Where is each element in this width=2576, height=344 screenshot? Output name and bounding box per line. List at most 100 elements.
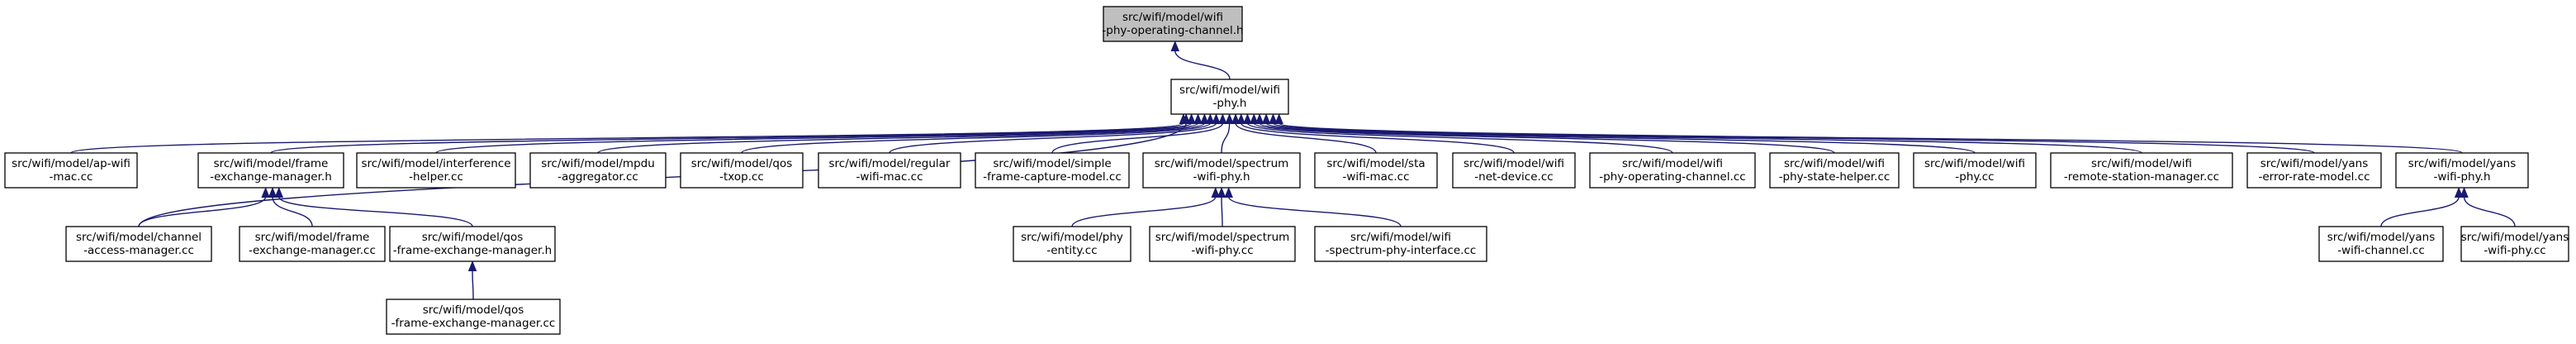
node-frame-exchange-manager-cc[interactable]: src/wifi/model/frame-exchange-manager.cc xyxy=(239,226,386,262)
node-mpdu-aggregator-cc[interactable]: src/wifi/model/mpdu-aggregator.cc xyxy=(529,152,667,189)
node-label-line: src/wifi/model/wifi xyxy=(1350,231,1451,244)
root-node-box[interactable] xyxy=(1103,6,1243,42)
node-label-line: src/wifi/model/wifi xyxy=(2091,157,2192,170)
node-wifi-phy-h[interactable]: src/wifi/model/wifi-phy.h xyxy=(1170,79,1289,115)
node-spectrum-wifi-phy-cc[interactable]: src/wifi/model/spectrum-wifi-phy.cc xyxy=(1149,226,1296,262)
node-box[interactable] xyxy=(1170,79,1289,115)
edge-interference-helper-cc-to-wifi-phy-h xyxy=(435,113,1203,154)
node-label-line: -wifi-mac.cc xyxy=(856,170,923,184)
node-label-line: src/wifi/model/wifi xyxy=(1122,11,1223,24)
node-box[interactable] xyxy=(975,152,1130,189)
node-box[interactable] xyxy=(356,152,516,189)
node-box[interactable] xyxy=(1314,226,1487,262)
node-label-line: -phy-operating-channel.h xyxy=(1102,24,1243,37)
node-qos-frame-exchange-manager-cc[interactable]: src/wifi/model/qos-frame-exchange-manage… xyxy=(386,299,561,335)
node-label-line: -mac.cc xyxy=(50,170,93,184)
edge-line xyxy=(1221,122,1231,154)
node-simple-frame-capture-model-cc[interactable]: src/wifi/model/simple-frame-capture-mode… xyxy=(975,152,1130,189)
node-yans-wifi-phy-cc[interactable]: src/wifi/model/yans-wifi-phy.cc xyxy=(2460,226,2569,262)
node-box[interactable] xyxy=(680,152,804,189)
edge-regular-wifi-mac-cc-to-wifi-phy-h xyxy=(889,113,1221,154)
node-label-line: src/wifi/model/interference xyxy=(361,157,510,170)
node-box[interactable] xyxy=(1013,226,1131,262)
node-interference-helper-cc[interactable]: src/wifi/model/interference-helper.cc xyxy=(356,152,516,189)
edge-line xyxy=(1071,196,1217,227)
node-ap-wifi-mac-cc[interactable]: src/wifi/model/ap-wifi-mac.cc xyxy=(4,152,138,189)
node-layer: src/wifi/model/wifi-phy-operating-channe… xyxy=(4,6,2569,335)
node-channel-access-manager-cc[interactable]: src/wifi/model/channel-access-manager.cc xyxy=(65,226,212,262)
edge-line xyxy=(1051,122,1224,154)
node-box[interactable] xyxy=(1589,152,1756,189)
arrowhead-icon xyxy=(1200,113,1209,124)
node-box[interactable] xyxy=(1452,152,1576,189)
node-label-line: -phy-operating-channel.cc xyxy=(1599,170,1745,184)
node-wifi-remote-station-manager-cc[interactable]: src/wifi/model/wifi-remote-station-manag… xyxy=(2050,152,2233,189)
node-box[interactable] xyxy=(2395,152,2529,189)
node-box[interactable] xyxy=(197,152,344,189)
node-qos-txop-cc[interactable]: src/wifi/model/qos-txop.cc xyxy=(680,152,804,189)
node-wifi-spectrum-phy-interface-cc[interactable]: src/wifi/model/wifi-spectrum-phy-interfa… xyxy=(1314,226,1487,262)
edge-qos-frame-exchange-manager-cc-to-qos-frame-exchange-manager-h xyxy=(467,260,477,300)
node-label-line: -net-device.cc xyxy=(1474,170,1553,184)
node-box[interactable] xyxy=(239,226,386,262)
arrowhead-icon xyxy=(1225,113,1234,124)
node-box[interactable] xyxy=(2460,226,2569,262)
node-regular-wifi-mac-cc[interactable]: src/wifi/model/regular-wifi-mac.cc xyxy=(818,152,961,189)
edge-simple-frame-capture-model-cc-to-wifi-phy-h xyxy=(1051,113,1227,154)
node-spectrum-wifi-phy-h[interactable]: src/wifi/model/spectrum-wifi-phy.h xyxy=(1142,152,1301,189)
node-yans-wifi-phy-h[interactable]: src/wifi/model/yans-wifi-phy.h xyxy=(2395,152,2529,189)
node-label-line: src/wifi/model/ap-wifi xyxy=(12,157,130,170)
node-wifi-net-device-cc[interactable]: src/wifi/model/wifi-net-device.cc xyxy=(1452,152,1576,189)
arrowhead-icon xyxy=(1269,113,1278,124)
node-wifi-phy-state-helper-cc[interactable]: src/wifi/model/wifi-phy-state-helper.cc xyxy=(1769,152,1900,189)
node-wifi-phy-operating-channel-cc[interactable]: src/wifi/model/wifi-phy-operating-channe… xyxy=(1589,152,1756,189)
arrowhead-icon xyxy=(1274,113,1283,124)
edge-qos-frame-exchange-manager-h-to-frame-exchange-manager-h xyxy=(274,187,473,227)
node-box[interactable] xyxy=(818,152,961,189)
arrowhead-icon xyxy=(1236,113,1246,124)
node-phy-entity-cc[interactable]: src/wifi/model/phy-entity.cc xyxy=(1013,226,1131,262)
edge-wifi-remote-station-manager-cc-to-wifi-phy-h xyxy=(1261,113,2142,154)
node-box[interactable] xyxy=(4,152,138,189)
node-box[interactable] xyxy=(2246,152,2382,189)
node-yans-wifi-channel-cc[interactable]: src/wifi/model/yans-wifi-channel.cc xyxy=(2318,226,2444,262)
node-label-line: -remote-station-manager.cc xyxy=(2064,170,2219,184)
arrowhead-icon xyxy=(261,187,270,198)
node-box[interactable] xyxy=(529,152,667,189)
node-label-line: src/wifi/model/wifi xyxy=(1784,157,1885,170)
node-box[interactable] xyxy=(389,226,556,262)
edge-line xyxy=(2380,196,2460,227)
node-label-line: -spectrum-phy-interface.cc xyxy=(1326,244,1477,257)
arrowhead-icon xyxy=(467,260,477,271)
node-qos-frame-exchange-manager-h[interactable]: src/wifi/model/qos-frame-exchange-manage… xyxy=(389,226,556,262)
node-label-line: src/wifi/model/yans xyxy=(2461,231,2569,244)
node-box[interactable] xyxy=(65,226,212,262)
node-box[interactable] xyxy=(1142,152,1301,189)
node-label-line: src/wifi/model/wifi xyxy=(1179,84,1280,97)
node-wifi-phy-cc[interactable]: src/wifi/model/wifi-phy.cc xyxy=(1913,152,2037,189)
edge-qos-txop-cc-to-wifi-phy-h xyxy=(741,113,1215,154)
node-box[interactable] xyxy=(1913,152,2037,189)
edge-wifi-phy-state-helper-cc-to-wifi-phy-h xyxy=(1250,113,1835,154)
node-box[interactable] xyxy=(1314,152,1438,189)
edge-line xyxy=(1246,122,1673,154)
arrowhead-icon xyxy=(1261,113,1271,124)
edge-line xyxy=(1174,50,1231,80)
node-box[interactable] xyxy=(1769,152,1900,189)
node-label-line: src/wifi/model/wifi xyxy=(1464,157,1564,170)
node-label-line: src/wifi/model/yans xyxy=(2408,157,2517,170)
edge-phy-entity-cc-to-spectrum-wifi-phy-h xyxy=(1071,187,1221,227)
node-yans-error-rate-model-cc[interactable]: src/wifi/model/yans-error-rate-model.cc xyxy=(2246,152,2382,189)
node-box[interactable] xyxy=(2050,152,2233,189)
node-wifi-phy-operating-channel-h[interactable]: src/wifi/model/wifi-phy-operating-channe… xyxy=(1102,6,1244,42)
arrowhead-icon xyxy=(1211,187,1221,198)
node-box[interactable] xyxy=(2318,226,2444,262)
node-box[interactable] xyxy=(1149,226,1296,262)
arrowhead-icon xyxy=(1231,113,1241,124)
node-sta-wifi-mac-cc[interactable]: src/wifi/model/sta-wifi-mac.cc xyxy=(1314,152,1438,189)
node-box[interactable] xyxy=(386,299,561,335)
node-label-line: -wifi-mac.cc xyxy=(1342,170,1409,184)
edge-channel-access-manager-cc-to-frame-exchange-manager-h xyxy=(138,187,270,227)
edge-yans-wifi-channel-cc-to-yans-wifi-phy-h xyxy=(2380,187,2464,227)
node-frame-exchange-manager-h[interactable]: src/wifi/model/frame-exchange-manager.h xyxy=(197,152,344,189)
